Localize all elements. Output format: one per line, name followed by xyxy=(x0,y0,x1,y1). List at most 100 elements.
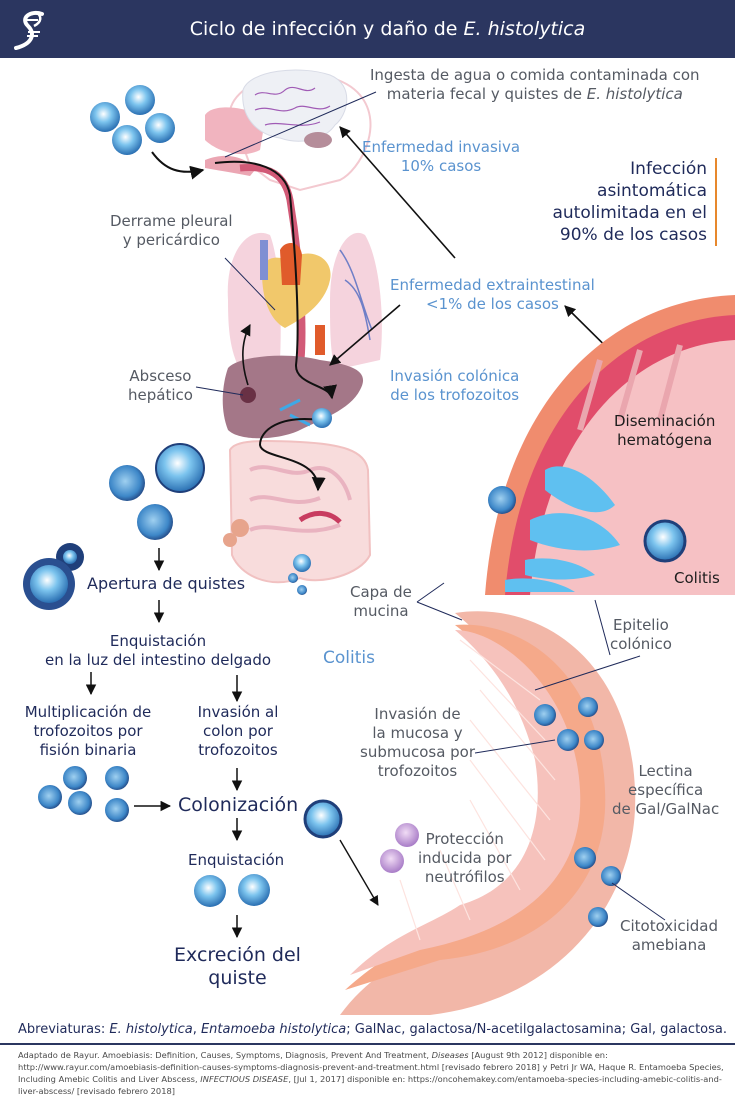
cytotoxicity-line: Citotoxicidad xyxy=(620,917,718,935)
mucosa-line: trofozoitos xyxy=(377,762,458,780)
mucosa-line: Invasión de xyxy=(374,705,461,723)
cyst-icon xyxy=(90,102,120,132)
cyst-icon xyxy=(312,408,332,428)
colon-section xyxy=(340,611,636,1015)
cyst-icon xyxy=(30,565,68,603)
multiplication-line: Multiplicación de xyxy=(24,703,152,721)
trophozoite-icon xyxy=(105,766,129,790)
helix-logo-icon xyxy=(14,10,44,50)
protection-line: Protección xyxy=(425,830,504,848)
abbr-species-full: Entamoeba histolytica xyxy=(200,1022,347,1037)
trophozoite-icon xyxy=(109,465,145,501)
trophozoite-icon xyxy=(557,729,579,751)
abbr-separator: , xyxy=(192,1022,201,1037)
page-title: Ciclo de infección y daño de E. histolyt… xyxy=(0,0,735,58)
flow-step-cyst-excretion: Excreción del quiste xyxy=(170,944,305,990)
extraintestinal-label: Enfermedad extraintestinal <1% de los ca… xyxy=(390,276,595,314)
route-arrow xyxy=(214,160,337,400)
hematogenous-line2: hematógena xyxy=(617,431,713,449)
header-bar: Ciclo de infección y daño de E. histolyt… xyxy=(0,0,735,58)
asym-line: Infección xyxy=(630,159,707,179)
asym-line: autolimitada en el xyxy=(552,203,707,223)
flow-step-colonization: Colonización xyxy=(178,794,299,816)
extraintestinal-line2: <1% de los casos xyxy=(426,295,559,313)
brain xyxy=(242,69,348,148)
lectin-line: específica xyxy=(628,781,704,799)
cyst-icon xyxy=(238,874,270,906)
route-arrow xyxy=(258,418,326,492)
hematogenous-line1: Diseminación xyxy=(614,412,716,430)
abbr-species-short: E. histolytica xyxy=(109,1022,193,1037)
protection-line: neutrófilos xyxy=(424,868,505,886)
derrame-line1: Derrame pleural xyxy=(110,212,233,230)
invasive-disease-label: Enfermedad invasiva 10% casos xyxy=(362,138,520,176)
mucina-pointer xyxy=(416,601,463,621)
cyst-icon xyxy=(155,443,205,493)
trophozoite-icon xyxy=(574,847,596,869)
flow-cysts-top xyxy=(109,443,205,540)
colonic-invasion-label: Invasión colónica de los trofozoitos xyxy=(390,367,519,405)
cyst-icon xyxy=(112,125,142,155)
pleural-arrow xyxy=(240,324,251,386)
ref-journal: INFECTIOUS DISEASE xyxy=(200,1074,289,1084)
cytotoxicity-line: amebiana xyxy=(631,936,707,954)
mucin-line2: mucina xyxy=(353,602,409,620)
excretion-line1: Excreción del xyxy=(174,944,301,966)
intestines xyxy=(223,439,372,584)
ingesta-label: Ingesta de agua o comida contaminada con… xyxy=(370,66,700,104)
trophozoite-icon xyxy=(297,585,307,595)
ref-text: [August 9th 2012] disponible en: http://… xyxy=(18,1050,724,1084)
trophozoite-icon xyxy=(105,798,129,822)
absceso-line1: Absceso xyxy=(129,367,192,385)
mucosa-line: submucosa por xyxy=(360,743,476,761)
neutrophil-icon xyxy=(380,849,404,873)
colonization-arrow xyxy=(339,839,379,906)
absceso-pointer xyxy=(195,386,244,396)
colitis-inset xyxy=(485,295,735,595)
opening-cyst xyxy=(23,543,84,610)
flow-step-excystation: Enquistación en la luz del intestino del… xyxy=(20,632,296,670)
derrame-label: Derrame pleural y pericárdico xyxy=(110,212,233,250)
lectin-label: Lectina específica de Gal/GalNac xyxy=(612,762,719,819)
multiplication-line: trofozoitos por xyxy=(33,722,143,740)
abbr-label: Abreviaturas: xyxy=(18,1022,110,1037)
lectin-line: Lectina xyxy=(638,762,693,780)
excystation-line2: en la luz del intestino delgado xyxy=(44,651,272,669)
absceso-line2: hepático xyxy=(128,386,193,404)
trophozoite-icon xyxy=(63,766,87,790)
cyst-icon xyxy=(303,799,343,839)
cyst-icon xyxy=(194,875,226,907)
flow-step-cyst-opening: Apertura de quistes xyxy=(87,574,246,593)
epitelio-pointer xyxy=(534,655,641,691)
extraintestinal-arrow xyxy=(329,304,401,366)
ingested-cysts xyxy=(90,85,175,155)
excretion-line2: quiste xyxy=(208,967,267,989)
trophozoite-icon xyxy=(288,573,298,583)
hematogenous-label: Diseminación hematógena xyxy=(614,412,715,450)
trophozoite-cluster xyxy=(38,766,129,822)
ref-text: Adaptado de Rayur. Amoebiasis: Definitio… xyxy=(18,1050,432,1060)
footer-divider xyxy=(0,1043,735,1045)
colonic-epithelium-label: Epitelio colónico xyxy=(610,616,672,654)
invasive-line2: 10% casos xyxy=(400,157,482,175)
ingesta-line2-text: materia fecal y quistes de xyxy=(386,85,587,103)
trophozoite-icon xyxy=(588,907,608,927)
ingesta-line2: materia fecal y quistes de E. histolytic… xyxy=(370,85,700,104)
mucin-line1: Capa de xyxy=(350,583,412,601)
ingesta-line2-species: E. histolytica xyxy=(586,85,683,103)
ingesta-line1: Ingesta de agua o comida contaminada con xyxy=(370,66,700,84)
flow-step-encystation: Enquistación xyxy=(188,851,285,869)
mucosa-line: la mucosa y xyxy=(372,724,463,742)
title-text: Ciclo de infección y daño de xyxy=(189,18,464,40)
lectin-line: de Gal/GalNac xyxy=(612,800,720,818)
cyst-icon xyxy=(643,519,687,563)
ingestion-arrow xyxy=(151,151,205,180)
abbr-rest: ; GalNac, galactosa/N-acetilgalactosamin… xyxy=(346,1022,727,1037)
asym-line: 90% de los casos xyxy=(559,225,707,245)
trophozoite-icon xyxy=(601,866,621,886)
invasion-pointer xyxy=(474,739,556,754)
mucin-layer-label: Capa de mucina xyxy=(350,583,412,621)
epithelium-line2: colónico xyxy=(610,635,672,653)
ref-text: , [Jul 1, 2017] disponible en: https://o… xyxy=(18,1074,722,1096)
excystation-line1: Enquistación xyxy=(109,632,207,650)
